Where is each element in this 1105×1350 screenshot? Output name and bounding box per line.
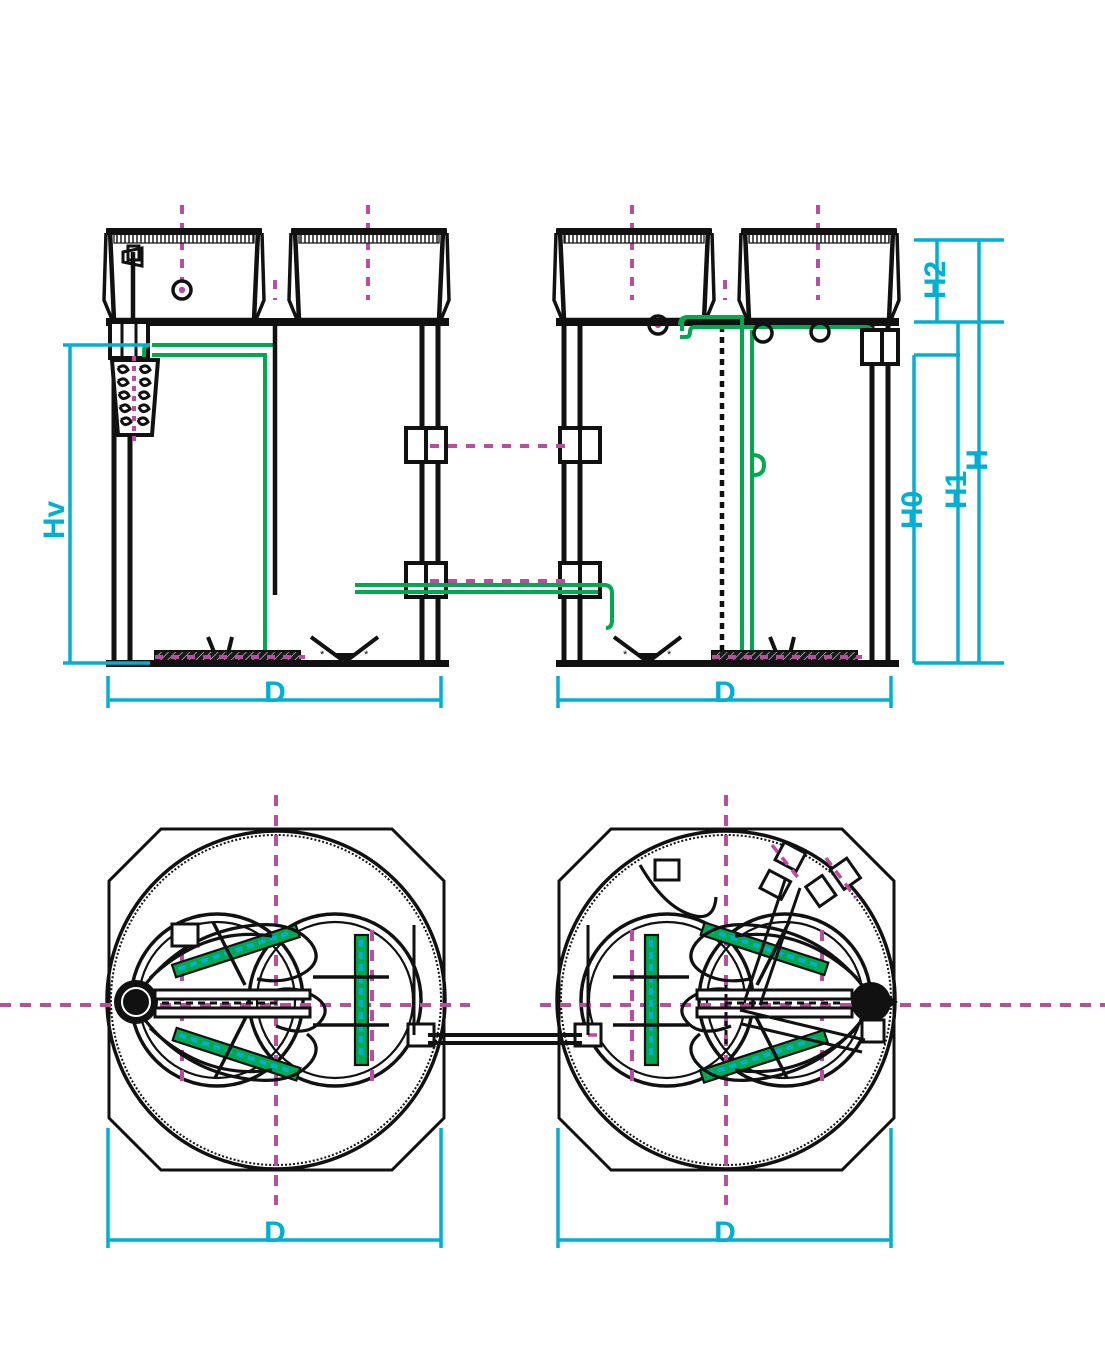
main-shell-right [561, 326, 891, 662]
plan-nozzles-right [573, 840, 886, 1048]
circular-manway-left [171, 279, 193, 301]
svg-text:*: * [320, 649, 325, 661]
flange-clamps-right [558, 328, 900, 599]
foundation-bar-right [556, 660, 899, 667]
dimension-label-D-elev-right: D [714, 676, 736, 709]
dimension-label-H1: H1 [940, 471, 973, 509]
plan-right-tank [428, 795, 1105, 1205]
pipe-fittings-right [752, 321, 831, 344]
plan-piping-left [143, 923, 327, 1082]
plan-connector [428, 1033, 582, 1045]
roof-lip-right [556, 228, 897, 235]
shoulder-plate-right [556, 318, 899, 326]
shoulder-plate-left [106, 318, 449, 326]
svg-text:*: * [623, 649, 628, 661]
svg-text:*: * [667, 649, 672, 661]
head-ribs-right [552, 232, 901, 323]
inter-tank-crossover [355, 444, 614, 630]
dimension-label-H2: H2 [919, 261, 952, 299]
head-ribs-left [102, 232, 451, 323]
coil-bundle-left [108, 320, 161, 442]
plan-piping-right [638, 864, 864, 1082]
dimension-lines-elevation [63, 238, 1004, 708]
plan-left-tank [0, 795, 470, 1205]
vent-valve-left [121, 244, 144, 322]
agitator-blades-left [170, 923, 370, 1082]
centerline-vertical-elev-right [630, 205, 820, 300]
dimension-label-D-elev-left: D [264, 676, 286, 709]
base-marks-right: * * [623, 649, 672, 661]
agitator-blades-right [643, 921, 830, 1084]
svg-text:*: * [364, 649, 369, 661]
hub-boss-right [851, 982, 898, 1022]
dimension-label-H0: H0 [896, 491, 929, 529]
foundation-bar-left [106, 660, 449, 667]
roof-lip-left [106, 228, 447, 235]
hub-boss-left [114, 980, 158, 1024]
plan-nozzles-left [170, 922, 436, 1048]
dimension-label-D-plan-left: D [264, 1216, 286, 1249]
dimension-label-Hv: Hv [38, 501, 71, 540]
base-marks-left: * * [320, 649, 369, 661]
dimension-label-H: H [961, 449, 994, 471]
elevation-right-tank: * * [552, 205, 901, 667]
dimension-label-D-plan-right: D [714, 1216, 736, 1249]
dimension-lines-plan [106, 1128, 893, 1248]
